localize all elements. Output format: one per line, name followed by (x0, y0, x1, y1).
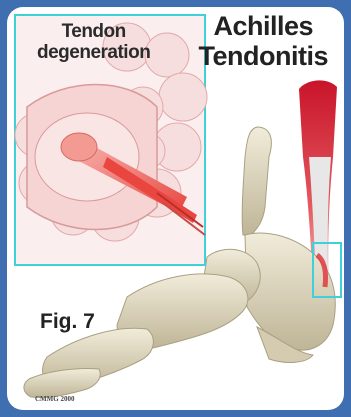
inset-label-line2: degeneration (37, 42, 150, 63)
title-line2: Tendonitis (199, 41, 329, 71)
inset-label-line1: Tendon (37, 21, 150, 42)
credit-text: CMMG 2000 (35, 395, 74, 403)
figure-label: Fig. 7 (40, 310, 95, 334)
illustration-card: Tendon degeneration Achilles Tendonitis … (7, 7, 344, 410)
inset-label: Tendon degeneration (37, 21, 150, 63)
page-title: Achilles Tendonitis (199, 11, 329, 71)
title-line1: Achilles (199, 11, 329, 41)
